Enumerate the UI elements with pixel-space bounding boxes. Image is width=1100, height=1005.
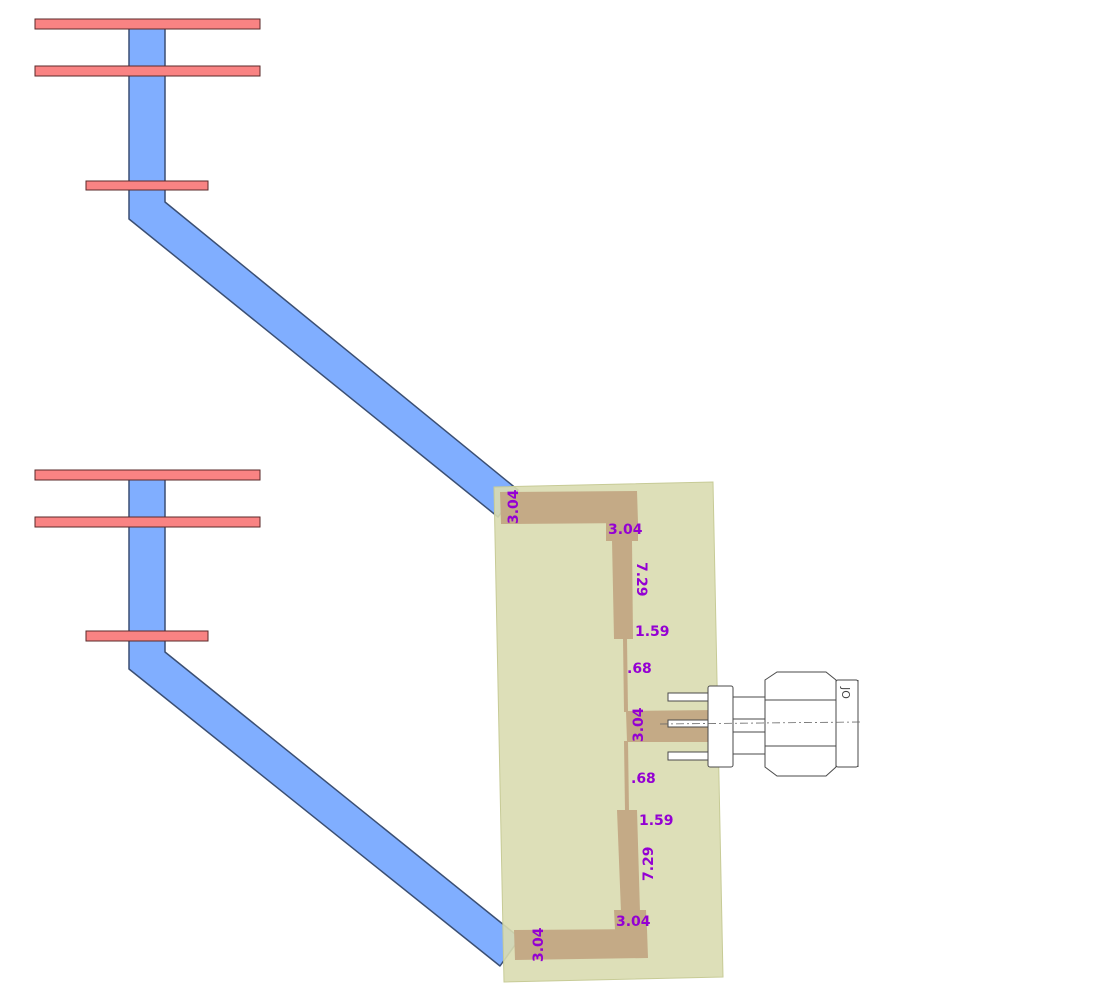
dim-top-narrow-length: .68 <box>627 661 652 677</box>
sma-connector-icon: JO <box>659 671 861 777</box>
trace-top-corner <box>606 521 638 541</box>
connector-pin-upper <box>667 692 711 702</box>
trace-bottom-horizontal <box>514 929 648 960</box>
connector-marking: JO <box>839 686 852 699</box>
upper-dipole-element-2 <box>34 65 261 77</box>
lower-antenna <box>34 469 521 967</box>
upper-dipole-element-3 <box>85 180 209 191</box>
connector-pin-lower <box>667 751 711 761</box>
dim-bottom-left-width: 3.04 <box>531 927 547 962</box>
dim-top-vertical-length: 7.29 <box>633 562 649 597</box>
dim-bottom-upper-gap: 1.59 <box>639 813 674 829</box>
upper-feed-line <box>128 22 519 518</box>
connector-axis <box>659 721 861 725</box>
upper-dipole-element-1 <box>34 18 261 30</box>
dim-bottom-narrow-length: .68 <box>631 771 656 787</box>
dim-top-upper-gap: 1.59 <box>635 624 670 640</box>
trace-top-narrow <box>623 638 628 712</box>
trace-top-vertical <box>612 540 633 639</box>
dimension-labels: 3.04 3.04 7.29 1.59 .68 3.04 .68 1.59 7.… <box>506 489 674 962</box>
lower-dipole-element-2 <box>34 516 261 528</box>
connector-hex-body <box>764 671 837 777</box>
dim-bottom-right-width: 3.04 <box>616 914 651 930</box>
dim-center-pad-width: 3.04 <box>631 707 647 742</box>
pcb-traces <box>500 491 716 960</box>
connector-nut-upper <box>732 696 766 720</box>
trace-bottom-vertical <box>617 810 640 912</box>
trace-top-horizontal <box>500 491 638 524</box>
lower-dipole-element-1 <box>34 469 261 481</box>
trace-bottom-corner <box>614 910 647 930</box>
connector-flange <box>707 685 734 768</box>
connector-nut-lower <box>732 731 766 755</box>
dim-bottom-vertical-length: 7.29 <box>641 846 657 881</box>
pcb-board <box>493 481 724 983</box>
upper-antenna <box>34 18 519 518</box>
lower-dipole-element-3 <box>85 630 209 642</box>
dim-top-left-width: 3.04 <box>506 489 522 524</box>
dim-top-right-width: 3.04 <box>608 522 643 538</box>
trace-bottom-narrow <box>624 741 629 811</box>
lower-feed-line <box>128 472 521 967</box>
